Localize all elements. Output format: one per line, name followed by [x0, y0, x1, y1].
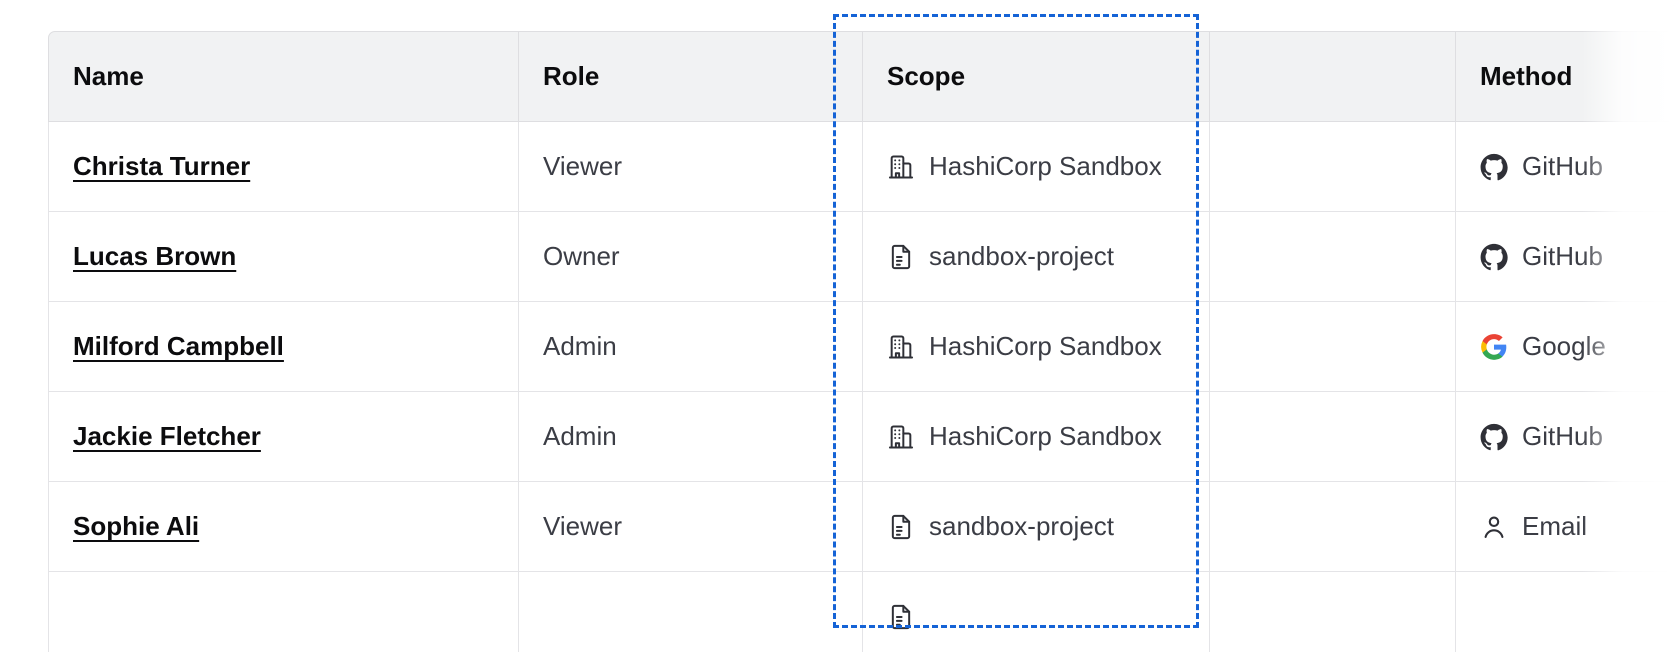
- cell-blank: [1210, 572, 1456, 652]
- table-row[interactable]: Sophie Ali Viewer sa: [48, 482, 1672, 572]
- person-link[interactable]: Lucas Brown: [73, 241, 237, 271]
- person-link[interactable]: Milford Campbell: [73, 331, 284, 361]
- person-link[interactable]: Jackie Fletcher: [73, 421, 261, 451]
- person-link[interactable]: Christa Turner: [73, 151, 251, 181]
- cell-scope: HashiCorp Sandbox: [863, 122, 1210, 212]
- cell-blank: [1210, 122, 1456, 212]
- org-building-icon: [887, 423, 915, 451]
- org-building-icon: [887, 333, 915, 361]
- cell-name: Jackie Fletcher: [48, 392, 519, 482]
- cell-scope: HashiCorp Sandbox: [863, 302, 1210, 392]
- table-row[interactable]: Christa Turner Viewer: [48, 122, 1672, 212]
- cell-method: GitHub: [1456, 122, 1672, 212]
- cell-name: Christa Turner: [48, 122, 519, 212]
- cell-role: Owner: [519, 212, 863, 302]
- method-label: Google: [1522, 331, 1606, 361]
- cell-role: Admin: [519, 392, 863, 482]
- column-header-role[interactable]: Role: [519, 31, 863, 122]
- cell-scope: sandbox-project: [863, 212, 1210, 302]
- github-icon: [1480, 423, 1508, 451]
- table-row[interactable]: Milford Campbell Admin: [48, 302, 1672, 392]
- people-table: Name Role Scope Method Christa Turner Vi…: [48, 31, 1672, 652]
- column-header-blank: [1210, 31, 1456, 122]
- cell-method: Email: [1456, 482, 1672, 572]
- column-header-scope[interactable]: Scope: [863, 31, 1210, 122]
- table-row[interactable]: [48, 572, 1672, 652]
- cell-name: Milford Campbell: [48, 302, 519, 392]
- method-label: GitHub: [1522, 241, 1603, 271]
- scope-label: HashiCorp Sandbox: [929, 151, 1162, 181]
- cell-scope: [863, 572, 1210, 652]
- column-header-name[interactable]: Name: [48, 31, 519, 122]
- cell-method: GitHub: [1456, 392, 1672, 482]
- github-icon: [1480, 243, 1508, 271]
- cell-name: Sophie Ali: [48, 482, 519, 572]
- cell-blank: [1210, 392, 1456, 482]
- google-icon: [1480, 333, 1508, 361]
- table-body: Christa Turner Viewer: [48, 122, 1672, 652]
- cell-role: Viewer: [519, 482, 863, 572]
- cell-scope: sandbox-project: [863, 482, 1210, 572]
- table-header: Name Role Scope Method: [48, 31, 1672, 122]
- scope-label: HashiCorp Sandbox: [929, 331, 1162, 361]
- table-row[interactable]: Jackie Fletcher Admin: [48, 392, 1672, 482]
- person-link[interactable]: Sophie Ali: [73, 511, 200, 541]
- table-header-row: Name Role Scope Method: [48, 31, 1672, 122]
- scope-label: sandbox-project: [929, 511, 1114, 541]
- scope-label: sandbox-project: [929, 241, 1114, 271]
- cell-role: Viewer: [519, 122, 863, 212]
- cell-blank: [1210, 482, 1456, 572]
- method-label: GitHub: [1522, 421, 1603, 451]
- cell-name: [48, 572, 519, 652]
- cell-scope: HashiCorp Sandbox: [863, 392, 1210, 482]
- org-building-icon: [887, 153, 915, 181]
- cell-blank: [1210, 302, 1456, 392]
- cell-role: Admin: [519, 302, 863, 392]
- cell-method: Google: [1456, 302, 1672, 392]
- cell-method: GitHub: [1456, 212, 1672, 302]
- user-icon: [1480, 513, 1508, 541]
- cell-blank: [1210, 212, 1456, 302]
- table-row[interactable]: Lucas Brown Owner sa: [48, 212, 1672, 302]
- project-document-icon: [887, 603, 915, 631]
- cell-method: [1456, 572, 1672, 652]
- method-label: Email: [1522, 511, 1588, 541]
- scope-label: HashiCorp Sandbox: [929, 421, 1162, 451]
- github-icon: [1480, 153, 1508, 181]
- method-label: GitHub: [1522, 151, 1603, 181]
- people-table-scroll-container[interactable]: Name Role Scope Method Christa Turner Vi…: [48, 31, 1672, 652]
- project-document-icon: [887, 243, 915, 271]
- cell-name: Lucas Brown: [48, 212, 519, 302]
- cell-role: [519, 572, 863, 652]
- column-header-method[interactable]: Method: [1456, 31, 1672, 122]
- project-document-icon: [887, 513, 915, 541]
